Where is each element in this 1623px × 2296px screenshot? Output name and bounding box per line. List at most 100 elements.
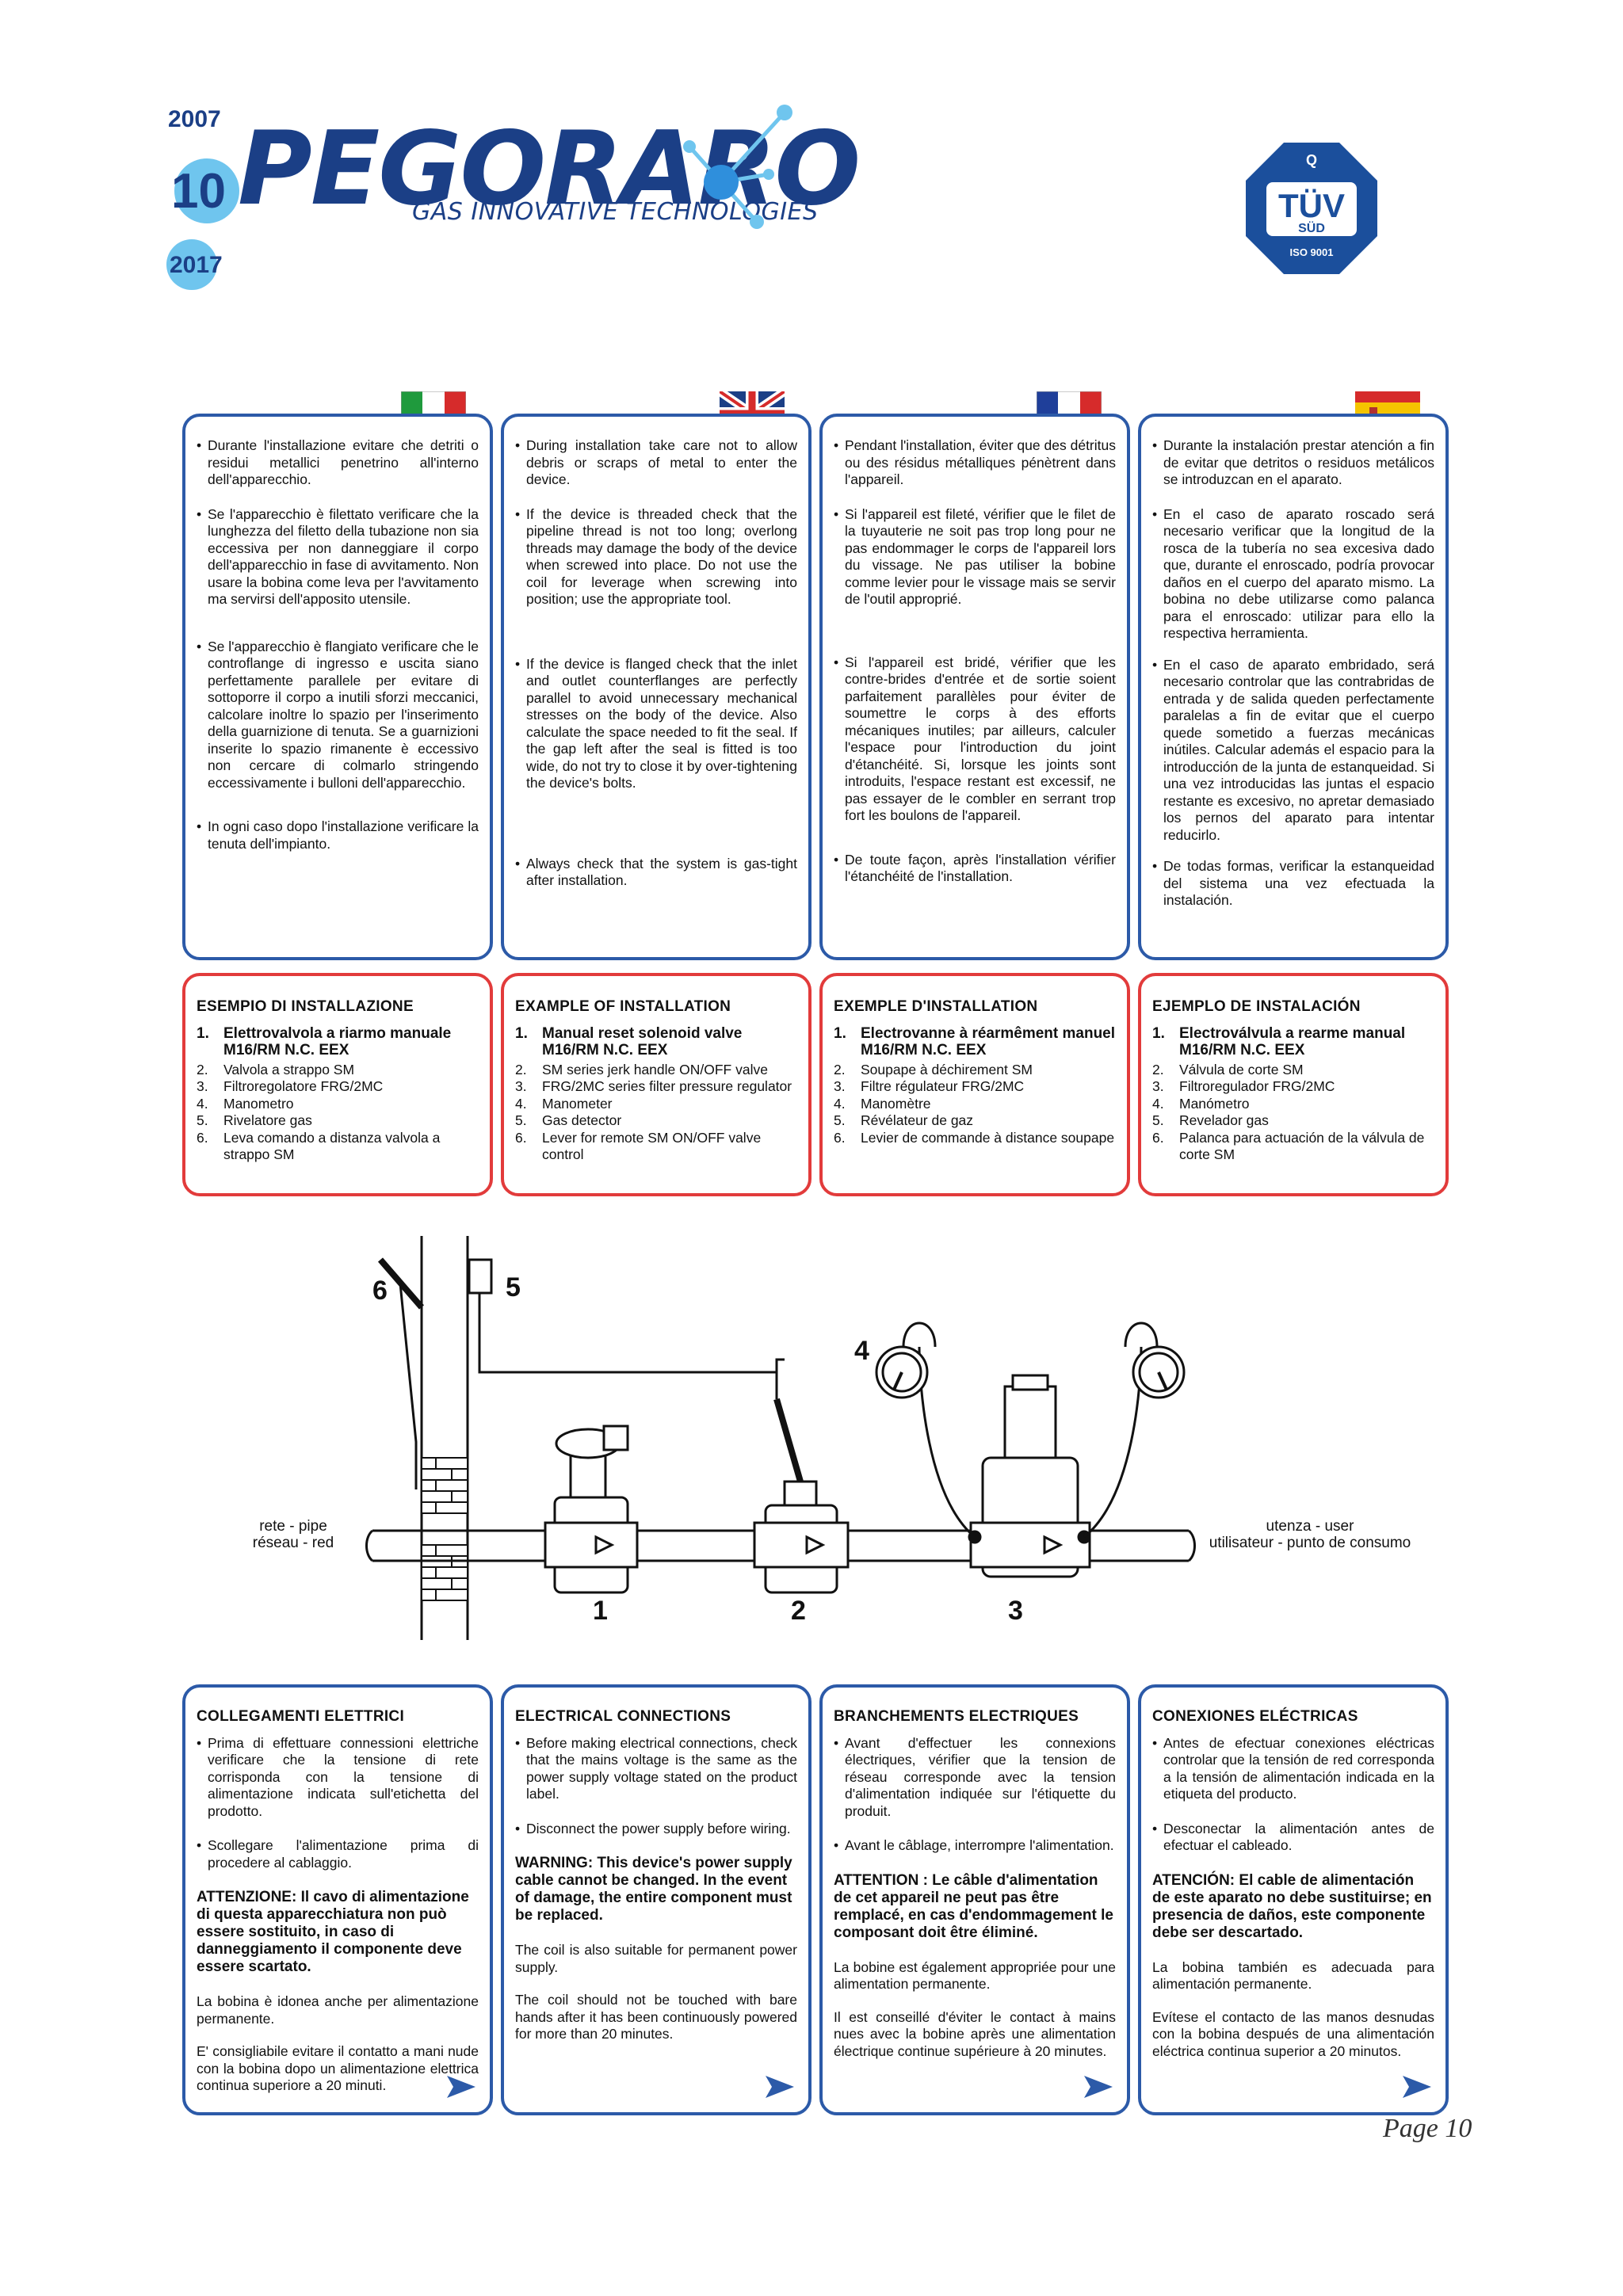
logo-circle-small [166,239,217,290]
outlet-label: utenza - user utilisateur - punto de con… [1203,1518,1417,1551]
diagram-number-2: 2 [791,1596,806,1626]
electrical-bullet: Before making electrical connections, ch… [515,1735,797,1803]
electrical-french: BRANCHEMENTS ELECTRIQUES Avant d'effectu… [819,1684,1130,2115]
note-item: Si l'appareil est fileté, vérifier que l… [834,506,1116,608]
note-item: If the device is flanged check that the … [515,656,797,792]
inlet-label-line-1: rete - pipe [259,1518,327,1535]
example-item: 2.Soupape à déchirement SM [834,1061,1033,1077]
electrical-note: E' consigliabile evitare il contatto a m… [197,2043,479,2093]
logo-year-top: 2007 [168,106,221,132]
install-notes-french: Pendant l'installation, éviter que des d… [819,414,1130,960]
electrical-bullet: Disconnect the power supply before wirin… [515,1821,797,1838]
sud-text: SÜD [1298,220,1325,235]
electrical-english: ELECTRICAL CONNECTIONS Before making ele… [501,1684,812,2115]
next-page-arrow-icon[interactable] [1400,2073,1434,2101]
inlet-label: rete - pipe réseau - red [238,1518,349,1551]
example-english: EXAMPLE OF INSTALLATION 1.Manual reset s… [501,973,812,1196]
example-item: 2.Válvula de corte SM [1152,1061,1304,1077]
logo-circle-large [174,158,239,223]
note-item: De toute façon, après l'installation vér… [834,852,1116,886]
electrical-bullet: Avant le câblage, interrompre l'alimenta… [834,1837,1116,1855]
iso-text: ISO 9001 [1290,246,1334,258]
example-item: 5.Gas detector [515,1112,622,1128]
diagram-number-4: 4 [854,1336,869,1366]
example-item: 6.Levier de commande à distance soupape [834,1129,1115,1146]
example-french: EXEMPLE D'INSTALLATION 1.Electrovanne à … [819,973,1130,1196]
example-title: EXEMPLE D'INSTALLATION [834,998,1038,1015]
note-item: Pendant l'installation, éviter que des d… [834,437,1116,489]
molecule-icon [683,105,792,229]
electrical-title: CONEXIONES ELÉCTRICAS [1152,1708,1358,1725]
install-notes-spanish: Durante la instalación prestar atención … [1138,414,1449,960]
electrical-bullet: Scollegare l'alimentazione prima di proc… [197,1837,479,1871]
example-title: EJEMPLO DE INSTALACIÓN [1152,998,1361,1015]
note-item: En el caso de aparato embridado, será ne… [1152,657,1434,845]
note-item: During installation take care not to all… [515,437,797,489]
diagram-number-6: 6 [372,1276,388,1306]
example-item: 6.Leva comando a distanza valvola a stra… [197,1129,441,1163]
diagram-number-5: 5 [506,1272,521,1302]
note-item: Always check that the system is gas-tigh… [515,856,797,890]
note-item: De todas formas, verificar la estanqueid… [1152,858,1434,910]
electrical-title: COLLEGAMENTI ELETTRICI [197,1708,405,1725]
install-notes-italian: Durante l'installazione evitare che detr… [182,414,493,960]
outlet-label-line-2: utilisateur - punto de consumo [1209,1535,1411,1551]
example-item: 3.Filtroregulador FRG/2MC [1152,1078,1335,1094]
electrical-warning: ATTENTION : Le câble d'alimentation de c… [834,1871,1113,1941]
diagram-number-3: 3 [1008,1596,1023,1626]
electrical-note: La bobina è idonea anche per alimentazio… [197,1993,479,2027]
tuv-certification-seal: Q TÜV SÜD ISO 9001 [1246,143,1377,274]
note-item: Si l'appareil est bridé, vérifier que le… [834,654,1116,825]
electrical-spanish: CONEXIONES ELÉCTRICAS Antes de efectuar … [1138,1684,1449,2115]
next-page-arrow-icon[interactable] [1081,2073,1116,2101]
example-item: 4.Manomètre [834,1095,931,1112]
outlet-label-line-1: utenza - user [1266,1518,1354,1535]
electrical-note: Il est conseillé d'éviter le contact à m… [834,2008,1116,2059]
example-item: 3.Filtroregolatore FRG/2MC [197,1078,384,1094]
example-title: ESEMPIO DI INSTALLAZIONE [197,998,414,1015]
electrical-bullet: Avant d'effectuer les connexions électri… [834,1735,1116,1821]
electrical-warning: ATTENZIONE: Il cavo di alimentazione di … [197,1889,469,1975]
example-item: 2.Valvola a strappo SM [197,1061,355,1077]
example-item: 1.Manual reset solenoid valve M16/RM N.C… [515,1024,743,1058]
diagram-number-1: 1 [593,1596,608,1626]
next-page-arrow-icon[interactable] [444,2073,479,2101]
next-page-arrow-icon[interactable] [762,2073,797,2101]
example-item: 4.Manómetro [1152,1095,1250,1112]
tuv-text: TÜV [1278,187,1345,224]
example-item: 3.Filtre régulateur FRG/2MC [834,1078,1025,1094]
example-item: 5.Revelador gas [1152,1112,1269,1128]
electrical-note: The coil is also suitable for permanent … [515,1942,797,1975]
electrical-title: BRANCHEMENTS ELECTRIQUES [834,1708,1079,1725]
electrical-warning: ATENCIÓN: El cable de alimentación de es… [1152,1871,1432,1941]
example-item: 1.Electroválvula a rearme manual M16/RM … [1152,1024,1406,1058]
install-notes-english: During installation take care not to all… [501,414,812,960]
example-item: 6.Lever for remote SM ON/OFF valve contr… [515,1129,762,1163]
electrical-title: ELECTRICAL CONNECTIONS [515,1708,731,1725]
tuv-q-mark: Q [1306,152,1317,168]
electrical-warning: WARNING: This device's power supply cabl… [515,1855,792,1924]
example-title: EXAMPLE OF INSTALLATION [515,998,731,1015]
example-item: 5.Rivelatore gas [197,1112,312,1128]
inlet-label-line-2: réseau - red [252,1535,334,1551]
electrical-note: La bobine est également appropriée pour … [834,1958,1116,1993]
note-item: Se l'apparecchio è flangiato verificare … [197,639,479,792]
note-item: Durante l'installazione evitare che detr… [197,437,479,489]
note-item: Se l'apparecchio è filettato verificare … [197,506,479,608]
installation-diagram [365,1236,1196,1640]
example-item: 6.Palanca para actuación de la válvula d… [1152,1129,1425,1163]
example-item: 5.Révélateur de gaz [834,1112,974,1128]
electrical-note: The coil should not be touched with bare… [515,1992,797,2042]
electrical-italian: COLLEGAMENTI ELETTRICI Prima di effettua… [182,1684,493,2115]
note-item: Durante la instalación prestar atención … [1152,437,1434,489]
example-italian: ESEMPIO DI INSTALLAZIONE 1.Elettrovalvol… [182,973,493,1196]
example-item: 3.FRG/2MC series filter pressure regulat… [515,1078,792,1094]
example-item: 2.SM series jerk handle ON/OFF valve [515,1061,768,1077]
example-item: 1.Elettrovalvola a riarmo manuale M16/RM… [197,1024,452,1058]
electrical-note: Evítese el contacto de las manos desnuda… [1152,2008,1434,2059]
electrical-bullet: Antes de efectuar conexiones eléctricas … [1152,1735,1434,1803]
brand-name: PEGORARO [238,110,861,228]
example-spanish: EJEMPLO DE INSTALACIÓN 1.Electroválvula … [1138,973,1449,1196]
electrical-bullet: Prima di effettuare connessioni elettric… [197,1735,479,1821]
example-item: 4.Manometro [197,1095,294,1112]
